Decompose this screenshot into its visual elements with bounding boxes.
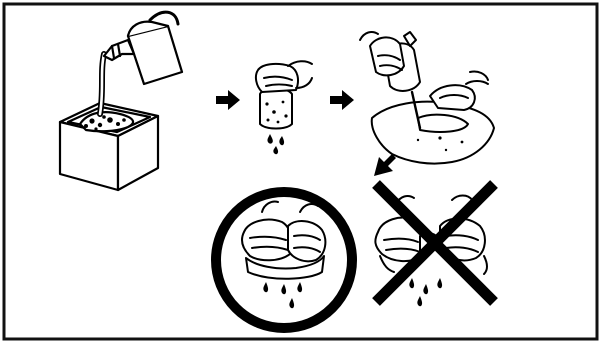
instruction-diagram — [0, 0, 601, 343]
